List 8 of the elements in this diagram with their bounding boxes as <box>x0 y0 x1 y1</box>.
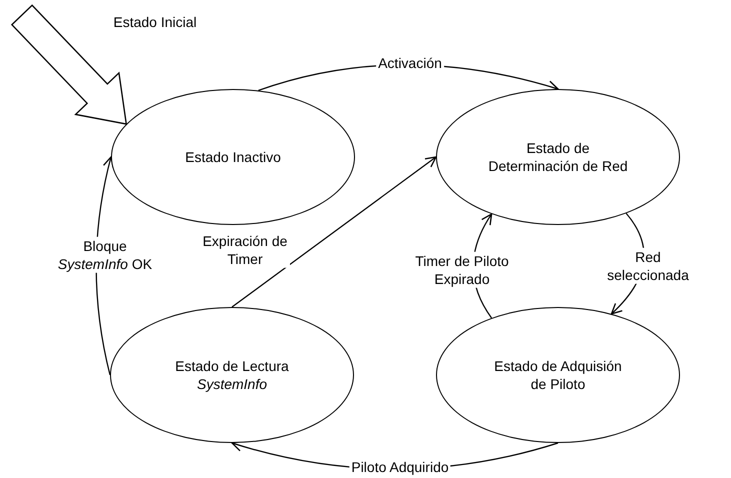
state-name: Estado Inactivo <box>185 148 281 166</box>
edge-label: Red seleccionada <box>605 248 691 284</box>
state-name: Estado de Lectura SystemInfo <box>174 356 290 394</box>
block-arrow <box>10 4 128 125</box>
state-name: Estado de Adquisión de Piloto <box>493 356 623 394</box>
arrow <box>232 156 437 308</box>
edge-label: Estado Inicial <box>112 12 198 32</box>
state-name: Estado de Determinación de Red <box>487 138 629 176</box>
